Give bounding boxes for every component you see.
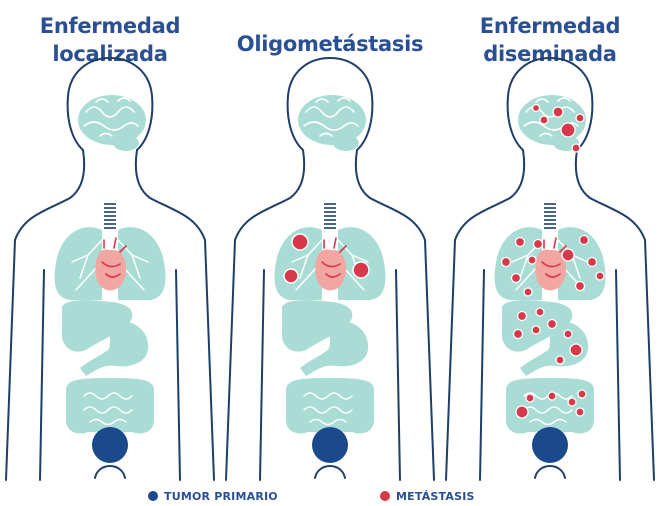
metastasis-dot bbox=[518, 312, 527, 321]
body-figure bbox=[440, 0, 660, 490]
metastasis-dot bbox=[576, 408, 584, 416]
metastasis-dot bbox=[502, 258, 511, 267]
metastasis-dot bbox=[572, 144, 580, 152]
metastasis-dot bbox=[548, 392, 556, 400]
panel-disseminated: Enfermedad diseminada bbox=[440, 0, 660, 490]
metastasis-dot bbox=[528, 256, 536, 264]
metastasis-dot bbox=[553, 107, 563, 117]
metastasis-dot bbox=[548, 320, 557, 329]
metastasis-dot bbox=[561, 123, 575, 137]
legend-metastasis-label: METÁSTASIS bbox=[396, 490, 475, 503]
metastasis-dot bbox=[540, 116, 548, 124]
metastasis-dot-icon bbox=[380, 491, 390, 501]
metastasis-dot bbox=[514, 330, 523, 339]
metastasis-dot bbox=[568, 398, 576, 406]
metastasis-dot bbox=[512, 274, 521, 283]
metastasis-dot bbox=[284, 269, 298, 283]
metastasis-dot bbox=[580, 236, 589, 245]
metastasis-dot bbox=[524, 288, 532, 296]
metastasis-dot bbox=[564, 330, 572, 338]
metastasis-dot bbox=[516, 406, 528, 418]
metastasis-dot bbox=[576, 282, 585, 291]
metastasis-dot bbox=[536, 308, 544, 316]
metastasis-dot bbox=[570, 344, 582, 356]
body-figure bbox=[0, 0, 220, 490]
body-figure bbox=[220, 0, 440, 490]
metastasis-dot bbox=[562, 249, 574, 261]
metastasis-dot bbox=[516, 238, 525, 247]
metastasis-dot bbox=[578, 390, 586, 398]
metastasis-dot bbox=[532, 326, 540, 334]
metastasis-dot bbox=[533, 105, 540, 112]
metastasis-dot bbox=[353, 262, 369, 278]
metastasis-dot bbox=[576, 114, 584, 122]
metastasis-dot bbox=[588, 258, 597, 267]
primary-tumor-dot-icon bbox=[148, 491, 158, 501]
legend-metastasis: METÁSTASIS bbox=[380, 487, 475, 505]
metastasis-dot bbox=[292, 234, 308, 250]
legend-primary-tumor: TUMOR PRIMARIO bbox=[148, 487, 278, 505]
metastasis-dot bbox=[526, 394, 534, 402]
legend-primary-label: TUMOR PRIMARIO bbox=[164, 490, 278, 503]
panel-localized: Enfermedad localizada bbox=[0, 0, 220, 490]
metastasis-dot bbox=[556, 356, 564, 364]
metastasis-dot bbox=[534, 240, 543, 249]
panel-oligometastasis: Oligometástasis bbox=[220, 0, 440, 490]
metastasis-dot bbox=[596, 272, 604, 280]
